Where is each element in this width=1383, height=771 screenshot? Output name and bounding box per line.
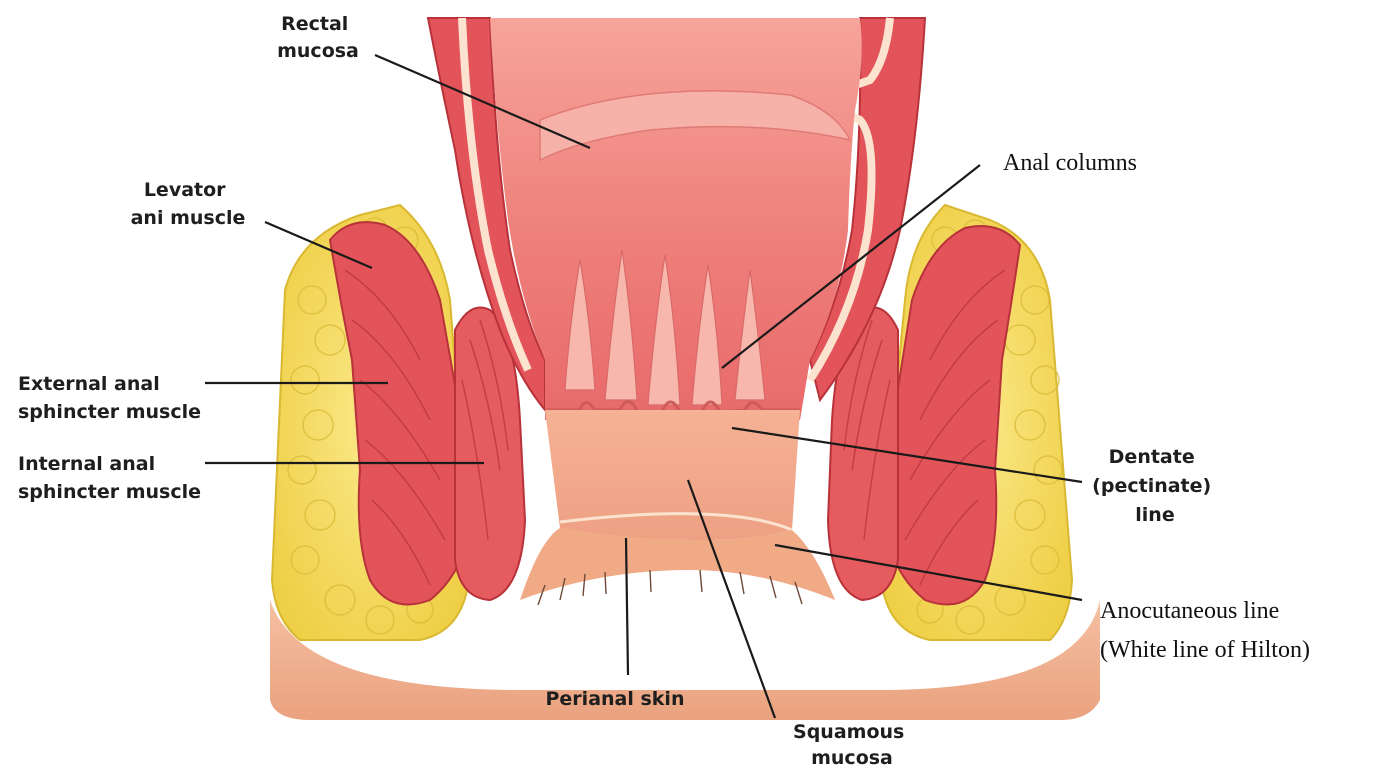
label-internal-sphincter: Internal anal sphincter muscle: [18, 453, 201, 503]
label-squamous-mucosa: Squamous mucosa: [793, 721, 911, 769]
label-external-sphincter: External anal sphincter muscle: [18, 373, 201, 423]
label-anocutaneous-line: Anocutaneous line (White line of Hilton): [1100, 598, 1310, 663]
label-levator-ani: Levator ani muscle: [131, 179, 246, 229]
label-dentate-line: Dentate (pectinate) line: [1092, 446, 1218, 526]
label-anal-columns: Anal columns: [1003, 150, 1137, 176]
label-perianal-skin: Perianal skin: [546, 688, 685, 710]
label-rectal-mucosa: Rectal mucosa: [277, 13, 359, 62]
